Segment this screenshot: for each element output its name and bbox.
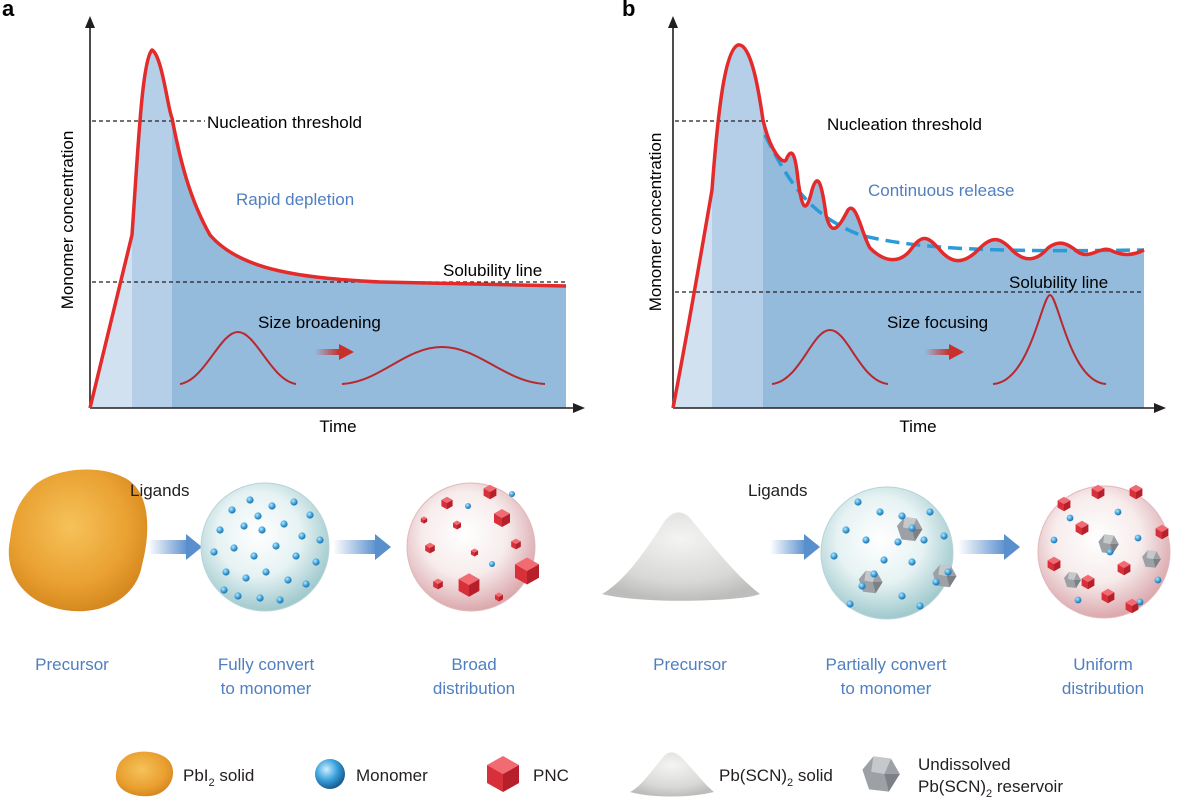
panel-b-size-label: Size focusing	[887, 313, 988, 332]
panel-a-regime-label: Rapid depletion	[236, 190, 354, 209]
panel-a-fill-mid	[132, 50, 172, 408]
step-b3-line2: distribution	[1062, 679, 1144, 698]
panel-a-dist-narrow	[179, 330, 297, 385]
panel-a-solubility-label: Solubility line	[443, 261, 542, 280]
panel-a-red-arrow	[315, 344, 354, 360]
panel-b-dist-wide	[771, 328, 889, 385]
panel-a-concentration-curve	[88, 48, 567, 409]
step-a1-label: Precursor	[35, 655, 109, 674]
arrow-b1	[770, 534, 820, 560]
panel-b-fill-mid	[712, 44, 763, 409]
panel-b: b Monomer concentration Time Nucleation …	[622, 0, 1166, 436]
step-a3-line2: distribution	[433, 679, 515, 698]
pnc-dots-b	[1050, 508, 1162, 606]
monomer-sphere-b	[820, 486, 954, 620]
panel-b-fill-main	[763, 120, 1144, 408]
legend-monomer-label: Monomer	[356, 766, 428, 785]
panel-a-size-label: Size broadening	[258, 313, 381, 332]
legend-pbi2-label: PbI2 solid	[183, 766, 254, 789]
panel-b-release-curve	[763, 134, 1145, 253]
legend: PbI2 solid Monomer PNC Pb(SCN)2 solid Un…	[115, 751, 1063, 800]
panel-b-ligands-label: Ligands	[748, 481, 808, 500]
pbscn-powder-image	[602, 512, 760, 601]
step-a3-line1: Broad	[451, 655, 496, 674]
arrow-a1	[148, 534, 202, 560]
panel-a-x-arrow	[573, 403, 585, 413]
legend-pbi2-icon	[115, 751, 174, 797]
legend-reservoir-icon	[862, 756, 900, 792]
pbi2-powder-image	[8, 469, 148, 612]
panel-b-x-arrow	[1154, 403, 1166, 413]
panel-b-x-label: Time	[899, 417, 936, 436]
panel-a: a Monomer concentration Time Nucleation …	[2, 0, 585, 436]
monomer-dots-a	[210, 496, 324, 604]
process-row-b: Ligands	[602, 481, 1171, 698]
panel-b-letter: b	[622, 0, 635, 21]
panel-a-dist-broad	[341, 345, 546, 385]
panel-b-solubility-label: Solubility line	[1009, 273, 1108, 292]
panel-b-concentration-curve	[671, 43, 1145, 409]
panel-b-dist-sharp	[992, 293, 1107, 385]
panel-a-ligands-label: Ligands	[130, 481, 190, 500]
panel-b-y-label: Monomer concentration	[646, 133, 665, 312]
panel-a-letter: a	[2, 0, 15, 21]
process-row-a: Ligands	[8, 469, 539, 698]
monomer-dots-b	[830, 498, 952, 610]
panel-a-x-label: Time	[319, 417, 356, 436]
step-b1-label: Precursor	[653, 655, 727, 674]
legend-pbscn-label: Pb(SCN)2 solid	[719, 766, 833, 789]
monomer-sphere-a	[200, 482, 330, 612]
panel-a-nucleation-label: Nucleation threshold	[207, 113, 362, 132]
panel-a-fill-main	[172, 118, 566, 408]
legend-reservoir-line2: Pb(SCN)2 reservoir	[918, 777, 1063, 800]
pnc-cubes-a	[420, 484, 539, 602]
panel-b-fill-light	[673, 190, 712, 408]
step-b2-line2: to monomer	[841, 679, 932, 698]
panel-b-regime-label: Continuous release	[868, 181, 1014, 200]
panel-a-y-arrow	[85, 16, 95, 28]
step-b2-line1: Partially convert	[826, 655, 947, 674]
legend-monomer-icon	[315, 759, 345, 789]
panel-b-nucleation-label: Nucleation threshold	[827, 115, 982, 134]
legend-reservoir-line1: Undissolved	[918, 755, 1011, 774]
panel-a-y-label: Monomer concentration	[58, 131, 77, 310]
legend-pnc-label: PNC	[533, 766, 569, 785]
step-b3-line1: Uniform	[1073, 655, 1133, 674]
panel-b-red-arrow	[925, 344, 964, 360]
panel-b-y-arrow	[668, 16, 678, 28]
step-a2-line2: to monomer	[221, 679, 312, 698]
arrow-b2	[958, 534, 1020, 560]
legend-pbscn-icon	[630, 752, 714, 797]
step-a2-line1: Fully convert	[218, 655, 315, 674]
arrow-a2	[333, 534, 391, 560]
legend-pnc-icon	[487, 756, 519, 792]
